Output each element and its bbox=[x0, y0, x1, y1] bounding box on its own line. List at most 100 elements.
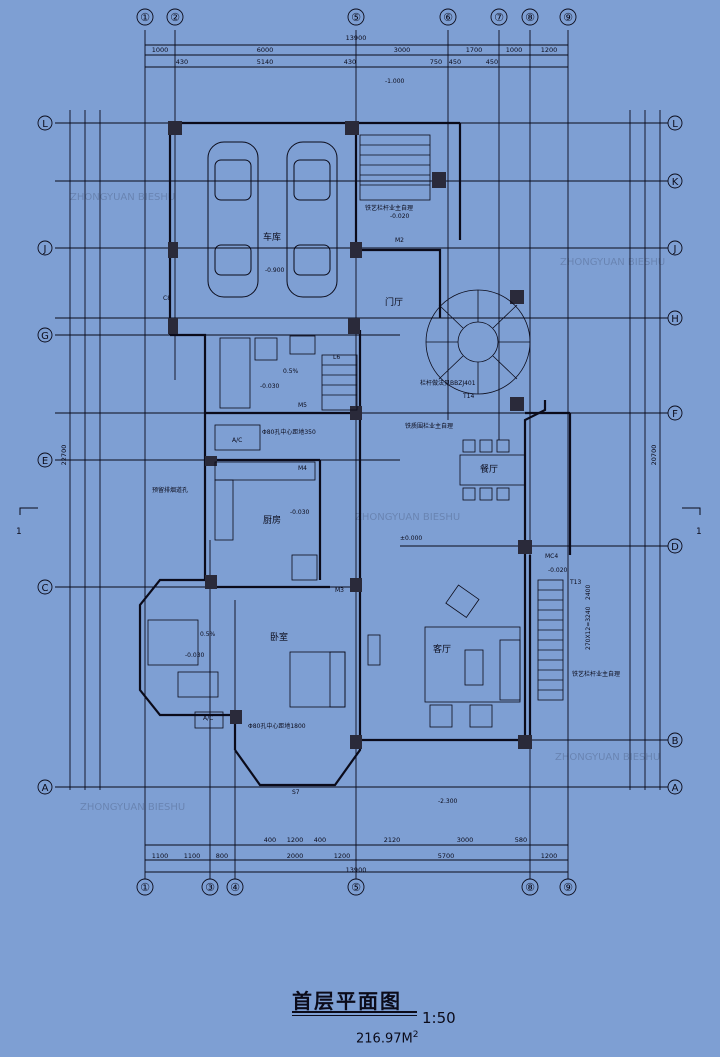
grid-row-K-right: K bbox=[672, 177, 679, 188]
grid-bottom-9: ⑨ bbox=[563, 881, 573, 894]
room-foyer: 门厅 bbox=[385, 296, 403, 308]
dim-top2-3: 430 bbox=[344, 58, 356, 66]
label-m3: M3 bbox=[335, 587, 344, 594]
watermark-5: ZHONGYUAN BIESHU bbox=[555, 752, 660, 763]
title-underline-1 bbox=[292, 1011, 417, 1013]
dim-top-6: 1200 bbox=[541, 46, 558, 54]
dim-right-total: 20700 bbox=[650, 445, 658, 466]
label-flue: 预留排烟道孔 bbox=[152, 486, 188, 494]
level-bath: -0.030 bbox=[260, 383, 280, 390]
grid-top-6: ⑥ bbox=[443, 11, 453, 24]
label-slope2: 0.5% bbox=[200, 631, 216, 638]
grid-row-E-left: E bbox=[42, 456, 48, 467]
label-c8: C8 bbox=[163, 295, 171, 302]
grid-bottom-3: ③ bbox=[205, 881, 215, 894]
grid-top-7: ⑦ bbox=[494, 11, 504, 24]
grid-top-8: ⑧ bbox=[525, 11, 535, 24]
level-outside: -2.300 bbox=[438, 798, 458, 805]
label-t14: T14 bbox=[462, 393, 474, 400]
dim-top2-4: 750 bbox=[430, 58, 442, 66]
grid-bottom-4: ④ bbox=[230, 881, 240, 894]
label-pipe1: Φ80孔中心距地350 bbox=[262, 428, 316, 436]
watermark-1: ZHONGYUAN BIESHU bbox=[70, 192, 175, 203]
room-kitchen: 厨房 bbox=[263, 514, 281, 526]
dim-bottom-3: 800 bbox=[216, 852, 228, 860]
label-stairs-note2: 2400 bbox=[585, 585, 592, 600]
drawing-scale: 1:50 bbox=[422, 1009, 456, 1027]
label-m5: M5 bbox=[298, 402, 307, 409]
label-ac2: A/C bbox=[203, 715, 213, 722]
dim-bottom-7: 1200 bbox=[541, 852, 558, 860]
dim-top-5: 1000 bbox=[506, 46, 523, 54]
grid-row-A-right: A bbox=[672, 783, 679, 794]
grid-bottom-5: ⑤ bbox=[351, 881, 361, 894]
grid-row-C-left: C bbox=[42, 583, 49, 594]
grid-top-5: ⑤ bbox=[351, 11, 361, 24]
grid-row-A-left: A bbox=[42, 783, 49, 794]
dim-bottom2-4: 2120 bbox=[384, 836, 401, 844]
level-garage: -0.900 bbox=[265, 267, 285, 274]
section-mark-right: 1 bbox=[696, 527, 702, 537]
grid-row-L-left: L bbox=[42, 119, 48, 130]
level-bath2: -0.030 bbox=[185, 652, 205, 659]
floor-area-value: 216.97M bbox=[356, 1031, 413, 1047]
label-pipe2: Φ80孔中心距地1800 bbox=[248, 722, 306, 730]
label-slope: 0.5% bbox=[283, 368, 299, 375]
floor-area-exponent: 2 bbox=[412, 1030, 419, 1040]
dim-bottom2-2: 1200 bbox=[287, 836, 304, 844]
label-rail1: 栏杆做法见BBZJ401 bbox=[420, 379, 476, 387]
grid-row-D-right: D bbox=[671, 542, 679, 553]
label-stairs-note: 270X12=3240 bbox=[585, 606, 592, 650]
grid-row-L-right: L bbox=[672, 119, 678, 130]
label-m2: M2 bbox=[395, 237, 404, 244]
dim-top2-6: 450 bbox=[486, 58, 498, 66]
grid-top-1: ① bbox=[140, 11, 150, 24]
dim-top-2: 6000 bbox=[257, 46, 274, 54]
label-l6: L6 bbox=[333, 354, 340, 361]
label-rail3: 铁艺栏杆业主自理 bbox=[572, 670, 620, 678]
dim-left-total: 22700 bbox=[60, 445, 68, 466]
section-mark-left: 1 bbox=[16, 527, 22, 537]
label-t13: T13 bbox=[569, 579, 581, 586]
dim-top-1: 1000 bbox=[152, 46, 169, 54]
grid-row-H-right: H bbox=[671, 314, 679, 325]
watermark-3: ZHONGYUAN BIESHU bbox=[355, 512, 460, 523]
dim-top2-1: 430 bbox=[176, 58, 188, 66]
level-floor: ±0.000 bbox=[400, 535, 422, 542]
label-glass: 铁质围栏业主自理 bbox=[405, 422, 453, 430]
level-entry: -1.000 bbox=[385, 78, 405, 85]
dim-bottom2-6: 580 bbox=[515, 836, 527, 844]
dim-bottom-6: 5700 bbox=[438, 852, 455, 860]
room-bedroom: 卧室 bbox=[270, 631, 288, 643]
dim-bottom-4: 2000 bbox=[287, 852, 304, 860]
grid-top-2: ② bbox=[170, 11, 180, 24]
grid-bottom-8: ⑧ bbox=[525, 881, 535, 894]
label-m4: M4 bbox=[298, 465, 307, 472]
level-kitchen: -0.030 bbox=[290, 509, 310, 516]
label-mc4: MC4 bbox=[545, 553, 558, 560]
label-ac1: A/C bbox=[232, 437, 242, 444]
level-stair: -0.020 bbox=[548, 567, 568, 574]
dim-top-total: 13900 bbox=[346, 34, 367, 42]
grid-row-J-left: J bbox=[43, 244, 47, 255]
dim-bottom2-3: 400 bbox=[314, 836, 326, 844]
dim-bottom-5: 1200 bbox=[334, 852, 351, 860]
grid-row-J-right: J bbox=[673, 244, 677, 255]
dim-top-3: 3000 bbox=[394, 46, 411, 54]
grid-bottom-1: ① bbox=[140, 881, 150, 894]
floor-area: 216.97M2 bbox=[356, 1030, 418, 1046]
level-hall: -0.020 bbox=[390, 213, 410, 220]
dim-bottom-1: 1100 bbox=[152, 852, 169, 860]
room-dining: 餐厅 bbox=[480, 463, 498, 475]
room-living: 客厅 bbox=[433, 643, 451, 655]
drawing-title: 首层平面图 bbox=[292, 989, 402, 1013]
grid-top-9: ⑨ bbox=[563, 11, 573, 24]
dim-top-4: 1700 bbox=[466, 46, 483, 54]
dim-bottom-total: 13900 bbox=[346, 866, 367, 874]
watermark-4: ZHONGYUAN BIESHU bbox=[80, 802, 185, 813]
title-underline-2 bbox=[292, 1015, 417, 1016]
watermark-2: ZHONGYUAN BIESHU bbox=[560, 257, 665, 268]
dim-bottom2-5: 3000 bbox=[457, 836, 474, 844]
label-rail2: 铁艺栏杆业主自理 bbox=[365, 204, 413, 212]
dim-top2-5: 450 bbox=[449, 58, 461, 66]
